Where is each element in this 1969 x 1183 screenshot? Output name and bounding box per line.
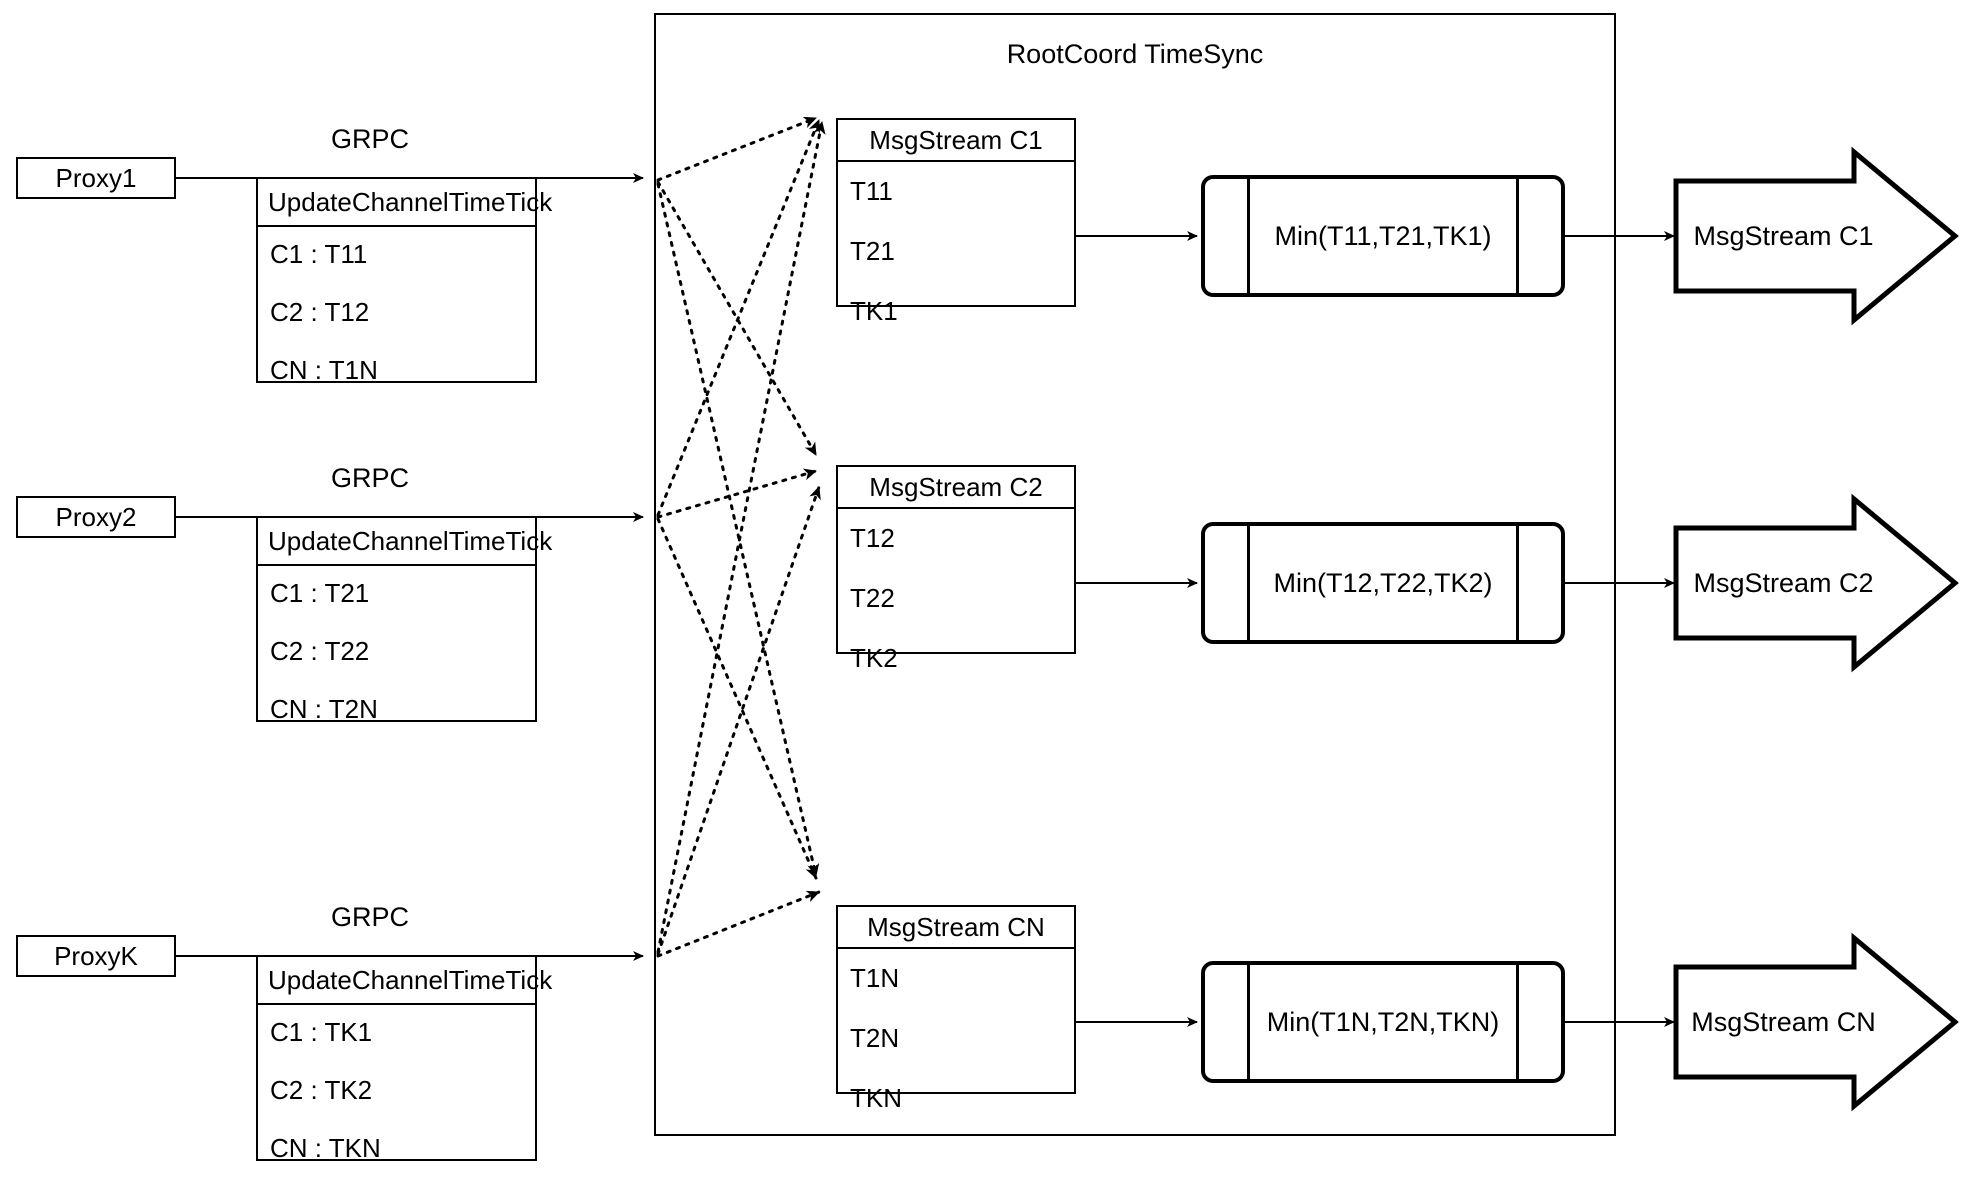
tick-row: C2 : T12 [270,297,370,327]
msgstream-box-1: MsgStream C1 T11 T21 TK1 [836,118,1076,324]
proxy-box-2[interactable]: Proxy2 [16,496,176,538]
tick-row: C1 : T21 [270,578,370,608]
msgstream-rows: T12 T22 TK2 [838,509,1074,671]
process-right-bar [1516,522,1519,644]
msgstream-row: T2N [850,1023,900,1053]
process-left-bar [1247,522,1250,644]
tick-rows: C1 : TK1 C2 : TK2 CN : TKN [258,1005,535,1163]
tick-title: UpdateChannelTimeTick [258,518,552,566]
min-process-label: Min(T1N,T2N,TKN) [1266,1006,1500,1037]
msgstream-row: T11 [850,176,893,206]
tick-row: C2 : T22 [270,636,370,666]
tick-title: UpdateChannelTimeTick [258,957,552,1005]
grpc-label-2: GRPC [330,463,409,493]
proxy-label: Proxy2 [55,502,137,532]
tick-rows: C1 : T11 C2 : T12 CN : T1N [258,227,535,385]
output-msgstream-label: MsgStream C2 [1693,567,1874,598]
tick-title: UpdateChannelTimeTick [258,179,552,227]
tick-row: CN : T1N [270,355,378,385]
output-msgstream-label: MsgStream C1 [1693,220,1874,251]
rootcoord-timesync-container: RootCoord TimeSync [654,13,1616,1136]
msgstream-rows: T1N T2N TKN [838,949,1074,1111]
msgstream-row: T1N [850,963,900,993]
msgstream-row: TKN [850,1083,902,1113]
msgstream-row: T12 [850,523,895,553]
grpc-label-3: GRPC [330,902,409,932]
output-msgstream-2: MsgStream C2 [1676,528,1891,638]
tick-row: CN : TKN [270,1133,381,1163]
process-right-bar [1516,175,1519,297]
msgstream-box-2: MsgStream C2 T12 T22 TK2 [836,465,1076,671]
msgstream-row: TK1 [850,296,898,326]
output-msgstream-1: MsgStream C1 [1676,181,1891,291]
min-process-label: Min(T12,T22,TK2) [1273,567,1493,598]
process-left-bar [1247,961,1250,1083]
tick-row: C1 : T11 [270,239,368,269]
proxy-box-3[interactable]: ProxyK [16,935,176,977]
min-process-label: Min(T11,T21,TK1) [1274,220,1492,251]
update-channel-timetick-box-2: UpdateChannelTimeTick C1 : T21 C2 : T22 … [256,516,552,724]
msgstream-rows: T11 T21 TK1 [838,162,1074,324]
tick-rows: C1 : T21 C2 : T22 CN : T2N [258,566,535,724]
grpc-label-1: GRPC [330,124,409,154]
msgstream-row: TK2 [850,643,898,673]
proxy-label: Proxy1 [55,163,137,193]
msgstream-row: T22 [850,583,895,613]
msgstream-title: MsgStream C1 [838,120,1074,162]
proxy-label: ProxyK [54,941,138,971]
update-channel-timetick-box-1: UpdateChannelTimeTick C1 : T11 C2 : T12 … [256,177,552,385]
min-process-box-3: Min(T1N,T2N,TKN) [1201,961,1565,1083]
tick-row: CN : T2N [270,694,378,724]
tick-row: C2 : TK2 [270,1075,373,1105]
min-process-box-1: Min(T11,T21,TK1) [1201,175,1565,297]
min-process-box-2: Min(T12,T22,TK2) [1201,522,1565,644]
msgstream-box-3: MsgStream CN T1N T2N TKN [836,905,1076,1111]
proxy-box-1[interactable]: Proxy1 [16,157,176,199]
msgstream-title: MsgStream CN [838,907,1074,949]
output-msgstream-3: MsgStream CN [1676,967,1891,1077]
msgstream-row: T21 [850,236,895,266]
output-msgstream-label: MsgStream CN [1691,1006,1876,1037]
tick-row: C1 : TK1 [270,1017,373,1047]
process-left-bar [1247,175,1250,297]
container-title: RootCoord TimeSync [1006,39,1264,69]
msgstream-title: MsgStream C2 [838,467,1074,509]
update-channel-timetick-box-3: UpdateChannelTimeTick C1 : TK1 C2 : TK2 … [256,955,552,1163]
process-right-bar [1516,961,1519,1083]
